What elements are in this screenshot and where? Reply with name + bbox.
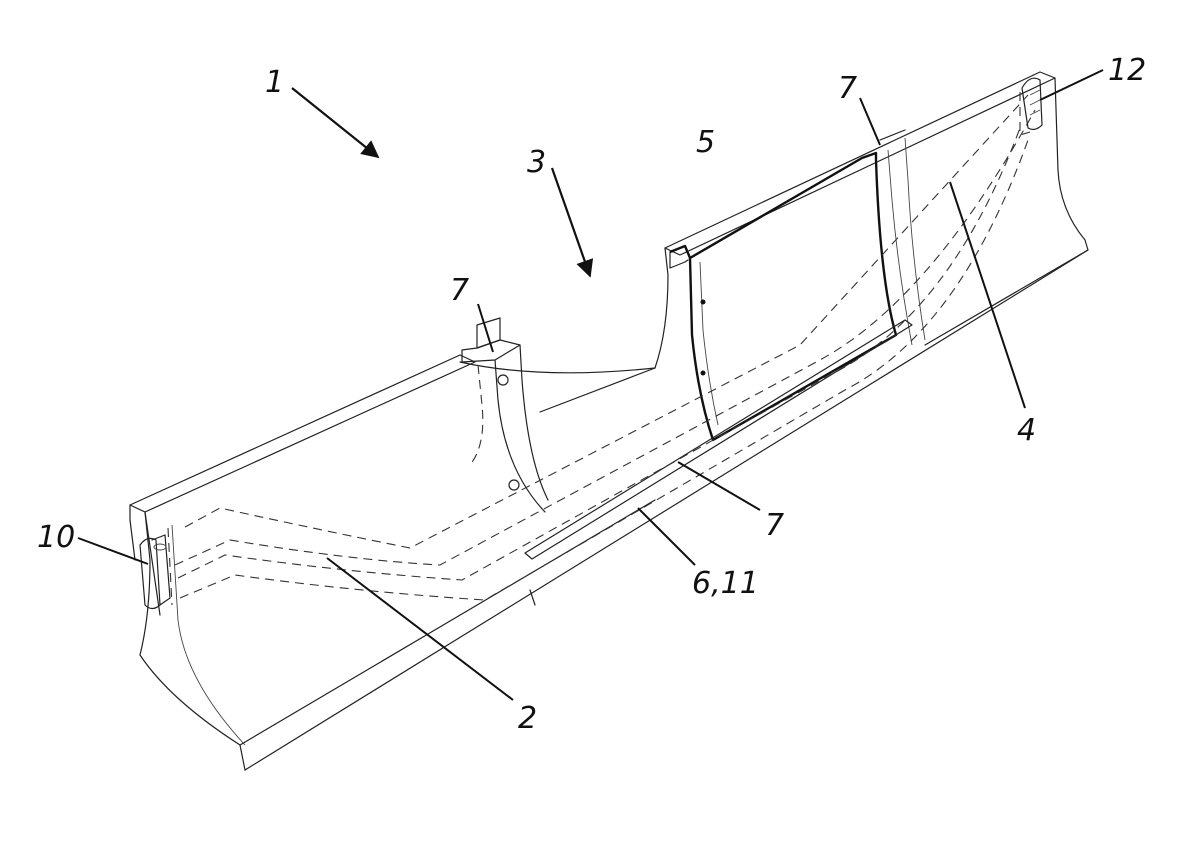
label-end-connector-right: 12 [1108,53,1146,88]
label-lifting-strap-left: 2 [518,701,537,736]
arrow-3 [550,167,594,278]
label-panel: 5 [696,125,715,160]
label-lifting-strap-right: 4 [1017,413,1036,448]
label-base-strip: 6,11 [692,566,759,601]
end-connector-right [1019,77,1043,136]
label-post-left: 7 [450,273,469,308]
reference-labels: 1 3 5 7 12 7 4 7 10 6,11 2 [37,53,1146,736]
label-gap-region: 3 [527,145,546,180]
right-barrier-block [654,71,1089,369]
post-left [461,317,549,513]
label-post-right: 7 [838,71,857,106]
channel-slot [524,319,913,560]
lifting-straps [167,94,1036,606]
label-end-connector-left: 10 [37,520,75,555]
panel [669,151,898,442]
label-barrier-assembly: 1 [265,65,284,100]
label-channel: 7 [765,508,784,543]
end-connector-left [139,534,171,610]
arrow-1 [291,87,380,159]
leader-lines [77,69,1104,701]
left-barrier-block [129,354,476,771]
